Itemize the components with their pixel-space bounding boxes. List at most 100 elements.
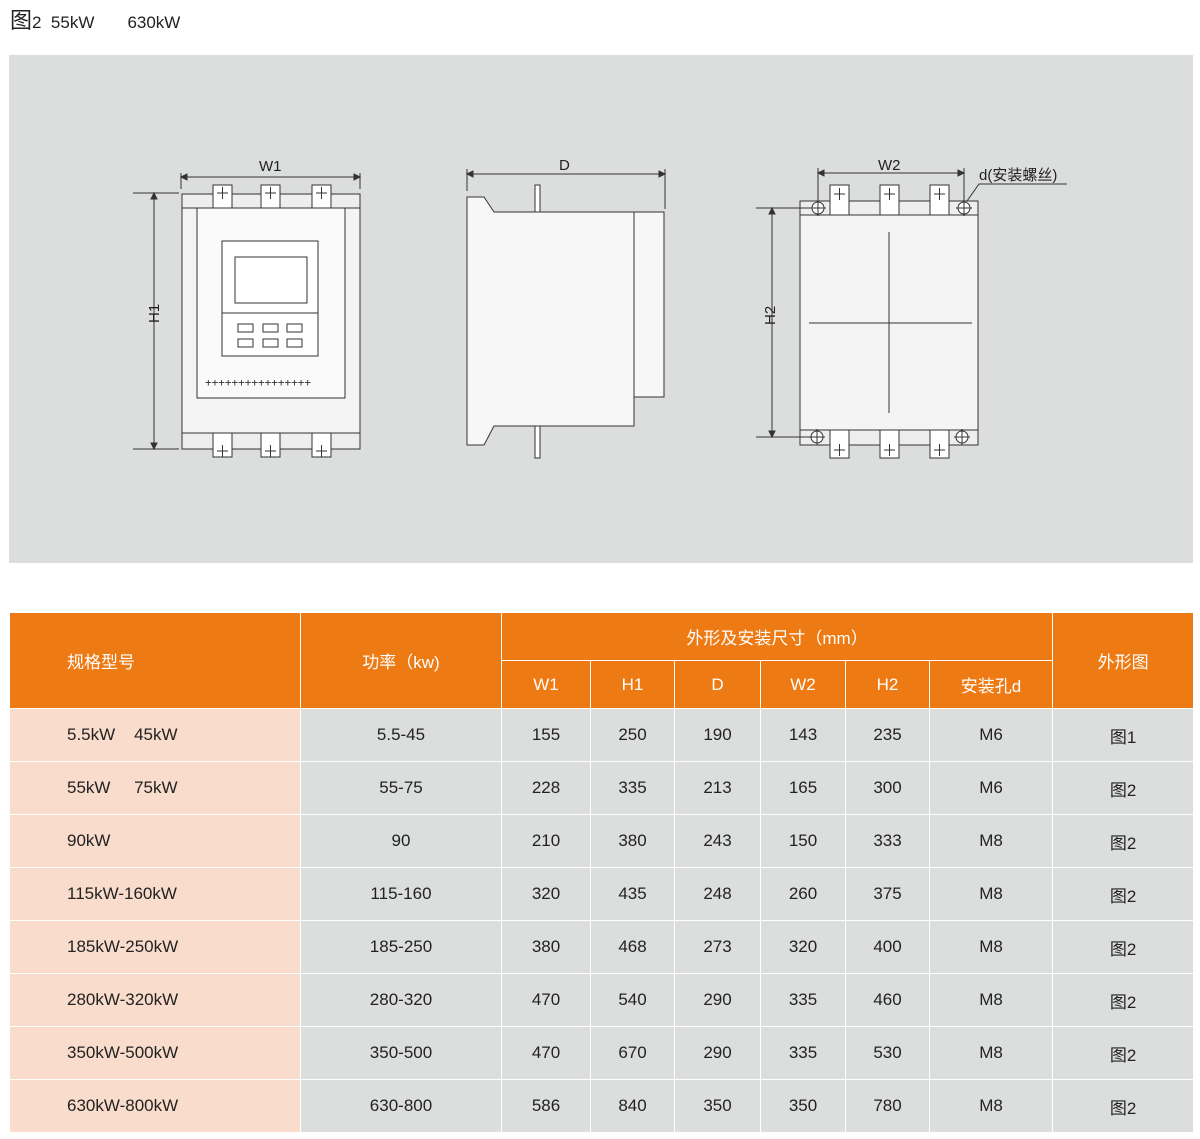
figure-caption-char: 图 — [10, 8, 33, 33]
cell-hole: M8 — [928, 1079, 1054, 1133]
cell-model: 630kW-800kW — [9, 1079, 301, 1133]
header-d: D — [674, 660, 761, 709]
table-row: 90kW 90 210 380 243 150 333 M8 图2 — [9, 814, 1195, 868]
cell-hole: M8 — [928, 814, 1054, 868]
h1-label: H1 — [146, 304, 163, 323]
figure-caption-number: 2 — [32, 13, 42, 32]
cell-w1: 470 — [501, 1026, 591, 1080]
front-view — [133, 173, 362, 458]
cell-w1: 155 — [501, 708, 591, 762]
cell-figure: 图2 — [1052, 920, 1195, 974]
cell-h1: 250 — [590, 708, 675, 762]
cell-w1: 586 — [501, 1079, 591, 1133]
cell-w1: 380 — [501, 920, 591, 974]
cell-figure: 图2 — [1052, 1079, 1195, 1133]
header-h2: H2 — [845, 660, 930, 709]
cell-h2: 780 — [845, 1079, 930, 1133]
cell-power: 115-160 — [300, 867, 502, 921]
side-view — [465, 169, 667, 459]
cell-d: 290 — [674, 973, 761, 1027]
table-row: 115kW-160kW 115-160 320 435 248 260 375 … — [9, 867, 1195, 921]
cell-d: 290 — [674, 1026, 761, 1080]
figure-caption: 图2 55kW 630kW — [10, 3, 180, 35]
cell-power: 350-500 — [300, 1026, 502, 1080]
cell-h2: 333 — [845, 814, 930, 868]
cell-d: 243 — [674, 814, 761, 868]
figure-caption-text: 55kW 630kW — [41, 13, 181, 32]
cell-model: 185kW-250kW — [9, 920, 301, 974]
cell-w2: 350 — [760, 1079, 846, 1133]
cell-model: 55kW 75kW — [9, 761, 301, 815]
cell-d: 273 — [674, 920, 761, 974]
cell-w2: 320 — [760, 920, 846, 974]
d-label: D — [559, 157, 570, 174]
header-w1: W1 — [501, 660, 591, 709]
table-row: 280kW-320kW 280-320 470 540 290 335 460 … — [9, 973, 1195, 1027]
w1-label: W1 — [259, 158, 282, 175]
cell-hole: M8 — [928, 867, 1054, 921]
cell-h1: 840 — [590, 1079, 675, 1133]
cell-figure: 图2 — [1052, 867, 1195, 921]
table-row: 350kW-500kW 350-500 470 670 290 335 530 … — [9, 1026, 1195, 1080]
w2-label: W2 — [878, 157, 901, 174]
cell-h2: 300 — [845, 761, 930, 815]
cell-w2: 150 — [760, 814, 846, 868]
cell-h1: 468 — [590, 920, 675, 974]
header-hole: 安装孔d — [928, 660, 1054, 709]
spec-table: 规格型号 功率（kw) 外形及安装尺寸（mm） 外形图 W1 H1 D W2 H… — [9, 612, 1195, 1133]
cell-h1: 335 — [590, 761, 675, 815]
dimension-drawing-panel: W1 H1 D W2 H2 d(安装螺丝) ++++++++++++++++ — [9, 55, 1193, 563]
cell-model: 350kW-500kW — [9, 1026, 301, 1080]
cell-hole: M6 — [928, 761, 1054, 815]
table-row: 630kW-800kW 630-800 586 840 350 350 780 … — [9, 1079, 1195, 1133]
cell-w2: 335 — [760, 973, 846, 1027]
header-h1: H1 — [590, 660, 675, 709]
cell-power: 90 — [300, 814, 502, 868]
cell-w1: 210 — [501, 814, 591, 868]
table-row: 55kW 75kW 55-75 228 335 213 165 300 M6 图… — [9, 761, 1195, 815]
cell-figure: 图2 — [1052, 761, 1195, 815]
cell-figure: 图2 — [1052, 814, 1195, 868]
mount-screw-label: d(安装螺丝) — [979, 167, 1057, 184]
cell-h2: 460 — [845, 973, 930, 1027]
cell-h1: 380 — [590, 814, 675, 868]
cell-hole: M8 — [928, 920, 1054, 974]
cell-power: 280-320 — [300, 973, 502, 1027]
table-row: 5.5kW 45kW 5.5-45 155 250 190 143 235 M6… — [9, 708, 1195, 762]
cell-d: 350 — [674, 1079, 761, 1133]
cell-figure: 图2 — [1052, 1026, 1195, 1080]
dimension-drawing: W1 H1 D W2 H2 d(安装螺丝) ++++++++++++++++ — [133, 157, 1067, 459]
cell-h1: 670 — [590, 1026, 675, 1080]
cell-h2: 235 — [845, 708, 930, 762]
cell-power: 5.5-45 — [300, 708, 502, 762]
cell-power: 185-250 — [300, 920, 502, 974]
cell-w2: 143 — [760, 708, 846, 762]
cell-d: 190 — [674, 708, 761, 762]
cell-h2: 530 — [845, 1026, 930, 1080]
cell-power: 630-800 — [300, 1079, 502, 1133]
header-w2: W2 — [760, 660, 846, 709]
cell-w1: 470 — [501, 973, 591, 1027]
h2-label: H2 — [762, 306, 779, 325]
cell-w1: 228 — [501, 761, 591, 815]
cell-h1: 435 — [590, 867, 675, 921]
header-dims-group: 外形及安装尺寸（mm） — [500, 612, 1054, 661]
cell-hole: M6 — [928, 708, 1054, 762]
cell-hole: M8 — [928, 973, 1054, 1027]
cell-h2: 375 — [845, 867, 930, 921]
cell-w2: 335 — [760, 1026, 846, 1080]
cell-figure: 图1 — [1052, 708, 1195, 762]
cell-h2: 400 — [845, 920, 930, 974]
cell-w2: 165 — [760, 761, 846, 815]
cell-model: 5.5kW 45kW — [9, 708, 301, 762]
header-power: 功率（kw) — [300, 612, 502, 709]
cell-model: 280kW-320kW — [9, 973, 301, 1027]
indicator-row: ++++++++++++++++ — [205, 376, 311, 389]
cell-h1: 540 — [590, 973, 675, 1027]
cell-d: 213 — [674, 761, 761, 815]
header-model: 规格型号 — [9, 612, 301, 709]
cell-model: 115kW-160kW — [9, 867, 301, 921]
cell-hole: M8 — [928, 1026, 1054, 1080]
back-view — [756, 168, 1067, 459]
cell-power: 55-75 — [300, 761, 502, 815]
